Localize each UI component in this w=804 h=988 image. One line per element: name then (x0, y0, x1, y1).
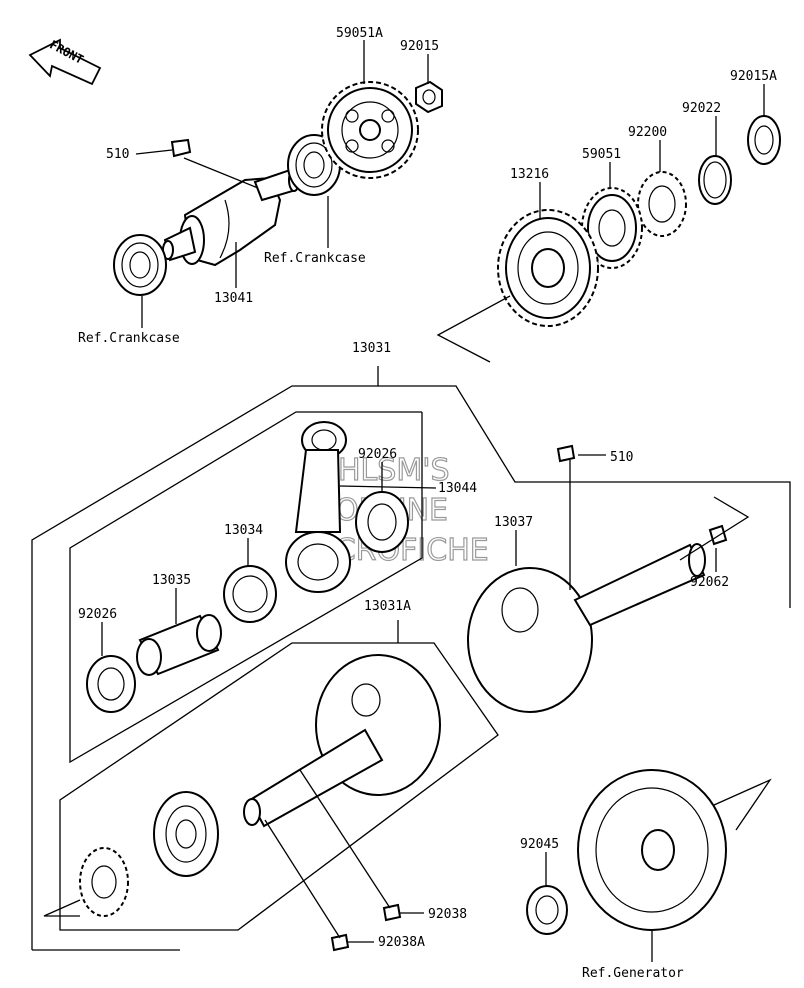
key-92038-line (299, 769, 391, 909)
label-92045: 92045 (520, 837, 559, 852)
label-92038: 92038 (428, 907, 467, 922)
bearing-lower-left (153, 791, 219, 877)
label-92026-top: 92026 (358, 447, 397, 462)
label-92062: 92062 (690, 575, 729, 590)
connecting-rod-13044 (285, 421, 351, 593)
box-13031-right (378, 385, 791, 608)
key-510-top (170, 138, 192, 158)
label-92015A: 92015A (730, 69, 777, 84)
label-ref-crankcase-lower: Ref.Crankcase (78, 331, 180, 346)
box-13031-left (31, 366, 379, 950)
crank-half-13037 (467, 543, 706, 713)
label-92026-left: 92026 (78, 607, 117, 622)
key-92038 (382, 903, 402, 922)
label-92200: 92200 (628, 125, 667, 140)
crank-half-13031A (243, 654, 441, 828)
label-510-right: 510 (610, 450, 633, 465)
label-ref-crankcase-upper: Ref.Crankcase (264, 251, 366, 266)
gear-axis-line (436, 295, 511, 363)
box-13031A (59, 620, 499, 931)
shaft-axis-line (679, 496, 750, 561)
label-13035: 13035 (152, 573, 191, 588)
plug-92062 (708, 524, 728, 546)
generator-rotor-ref (577, 769, 772, 931)
sprocket-lower-left (79, 847, 129, 917)
label-59051: 59051 (582, 147, 621, 162)
gear-59051A (321, 81, 419, 179)
key-92038A (330, 933, 350, 952)
nut-92015A (747, 115, 781, 165)
label-510-top: 510 (106, 147, 129, 162)
balancer-shaft-13041 (162, 168, 300, 267)
front-arrow-icon: FRONT (28, 37, 102, 86)
box-connecting-rod (69, 411, 423, 764)
washer-92022 (698, 155, 732, 205)
label-92038A: 92038A (378, 935, 425, 950)
thrust-washer-92026-left (86, 655, 136, 713)
thrust-washer-92026-top (355, 491, 409, 553)
label-13216: 13216 (510, 167, 549, 182)
label-13031A: 13031A (364, 599, 411, 614)
key-92038A-line (264, 819, 341, 939)
label-13037: 13037 (494, 515, 533, 530)
label-group: 59051A 92015 92015A 92022 92200 59051 13… (78, 26, 777, 981)
label-13044: 13044 (438, 481, 477, 496)
label-59051A: 59051A (336, 26, 383, 41)
bearing-left-ref-crankcase (113, 234, 167, 296)
crank-pin-13035 (136, 614, 222, 676)
label-ref-generator: Ref.Generator (582, 966, 684, 981)
gear-13216 (497, 209, 599, 327)
label-92015: 92015 (400, 39, 439, 54)
sprocket-axis-line (43, 899, 81, 917)
label-13041: 13041 (214, 291, 253, 306)
label-92022: 92022 (682, 101, 721, 116)
needle-bearing-13034 (223, 565, 277, 623)
watermark-line1: HLSM'S (338, 453, 450, 488)
oil-seal-92045 (526, 885, 568, 935)
lockwasher-92200 (637, 171, 687, 237)
key-510-right (556, 444, 576, 463)
nut-92015 (415, 80, 443, 114)
label-13031: 13031 (352, 341, 391, 356)
label-13034: 13034 (224, 523, 263, 538)
gear-59051 (581, 187, 643, 269)
